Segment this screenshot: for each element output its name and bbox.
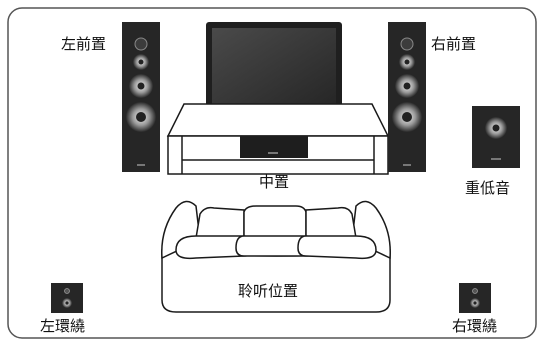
center-speaker-icon xyxy=(240,136,308,158)
diagram-frame xyxy=(7,7,537,339)
bookshelf-speaker-icon xyxy=(51,283,83,313)
front-right-label: 右前置 xyxy=(431,35,477,53)
center-label: 中置 xyxy=(259,173,290,191)
subwoofer-icon xyxy=(472,106,520,168)
tower-speaker-icon xyxy=(388,22,426,172)
front-left-label: 左前置 xyxy=(61,35,107,53)
surround-right-label: 右環繞 xyxy=(452,317,498,335)
tv-stand-icon xyxy=(166,103,390,175)
sofa-icon xyxy=(161,200,391,313)
tv-icon xyxy=(206,22,342,121)
listening-position-label: 聆听位置 xyxy=(238,282,299,300)
surround-left-label: 左環繞 xyxy=(40,317,86,335)
tower-speaker-icon xyxy=(122,22,160,172)
subwoofer-label: 重低音 xyxy=(465,179,511,197)
bookshelf-speaker-icon xyxy=(459,283,491,313)
